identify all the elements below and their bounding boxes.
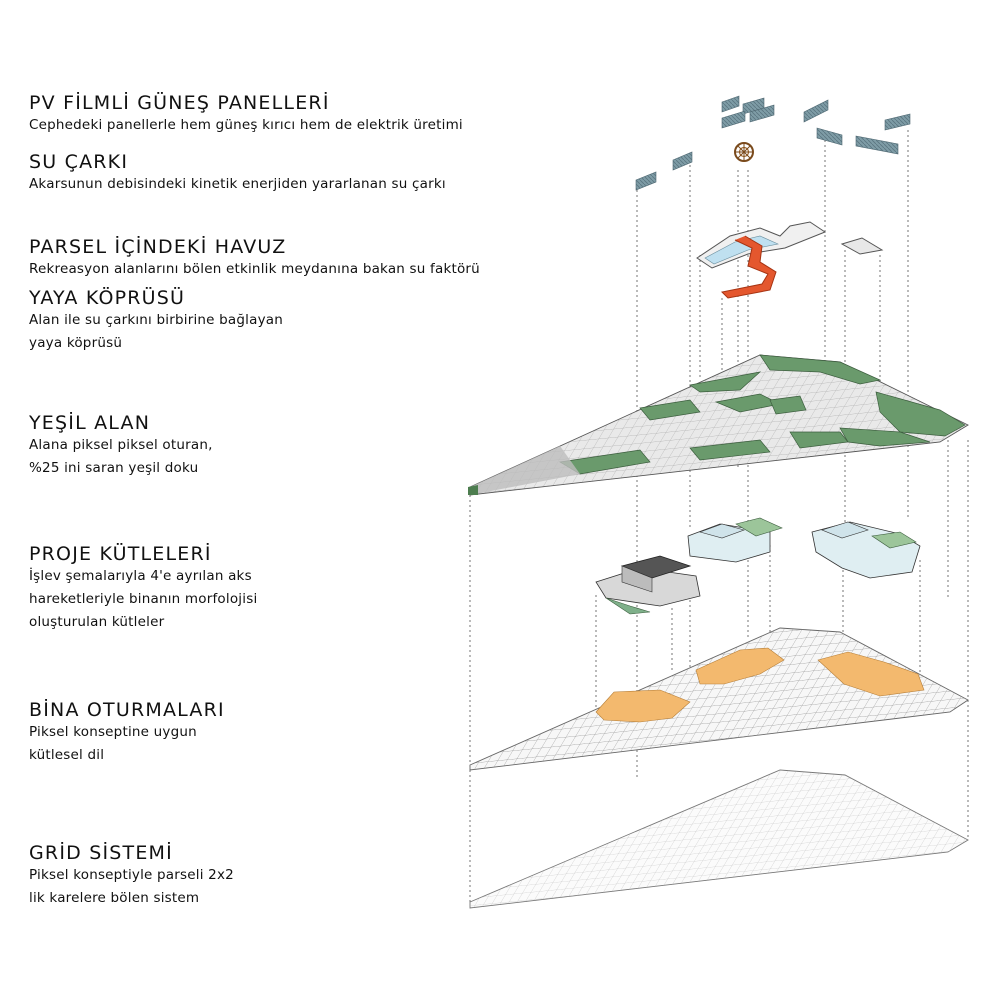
layer-desc: oluşturulan kütleler <box>29 614 165 630</box>
solar-panel <box>635 171 657 191</box>
footprint <box>695 647 785 685</box>
green-patch <box>789 431 849 449</box>
green-patch <box>689 439 771 461</box>
label-water-wheel: SU ÇARKI Akarsunun debisindeki kinetik e… <box>29 151 446 196</box>
green-patch <box>468 485 478 495</box>
green-patch <box>639 399 701 421</box>
layer-desc: hareketleriyle binanın morfolojisi <box>29 591 258 607</box>
layer-desc: Alan ile su çarkını birbirine bağlayan <box>29 312 283 328</box>
label-pv-panels: PV FİLMLİ GÜNEŞ PANELLERİ Cephedeki pane… <box>29 92 463 137</box>
solar-panel <box>803 99 829 123</box>
label-building-footprints: BİNA OTURMALARI Piksel konseptine uygun … <box>29 699 225 767</box>
green-patch <box>769 395 807 415</box>
layer-desc: Alana piksel piksel oturan, <box>29 437 213 453</box>
pool-and-bridge <box>696 221 884 299</box>
green-roof <box>871 531 917 549</box>
solar-panel <box>721 110 746 129</box>
grid-plane <box>470 628 968 770</box>
solar-panel <box>855 135 899 155</box>
layer-desc: lik karelere bölen sistem <box>29 890 200 906</box>
green-roof <box>735 517 783 537</box>
building-footprints-layer <box>469 627 969 771</box>
solar-panel <box>721 95 740 113</box>
layer-desc: yaya köprüsü <box>29 335 123 351</box>
layer-title: YAYA KÖPRÜSÜ <box>29 287 186 309</box>
layer-title: BİNA OTURMALARI <box>29 699 225 721</box>
layer-title: YEŞİL ALAN <box>29 412 151 434</box>
layer-desc: Rekreasyon alanlarını bölen etkinlik mey… <box>29 261 480 277</box>
layer-title: GRİD SİSTEMİ <box>29 842 173 864</box>
building-roof <box>821 521 869 539</box>
green-patch <box>875 391 966 437</box>
solar-panel <box>816 127 843 146</box>
road-strip <box>470 446 580 495</box>
pool-water <box>704 235 779 265</box>
layer-desc: İşlev şemalarıyla 4'e ayrılan aks <box>29 568 252 584</box>
pedestrian-bridge <box>720 235 777 299</box>
layer-desc: kütlesel dil <box>29 747 105 763</box>
layer-desc: Piksel konseptiyle parseli 2x2 <box>29 867 234 883</box>
building-roof <box>699 523 745 539</box>
layer-title: PARSEL İÇİNDEKİ HAVUZ <box>29 236 287 258</box>
footprint <box>595 689 691 723</box>
solar-panel <box>672 151 693 171</box>
water-wheel-icon <box>734 142 754 162</box>
layer-title: SU ÇARKI <box>29 151 129 173</box>
green-patch <box>689 371 762 393</box>
footprint <box>817 651 925 697</box>
pool-wall <box>840 237 884 255</box>
grid-plane <box>470 770 968 908</box>
green-patch <box>759 354 882 385</box>
green-roof <box>605 597 651 615</box>
label-pool: PARSEL İÇİNDEKİ HAVUZ Rekreasyon alanlar… <box>29 236 480 281</box>
layer-desc: %25 ini saran yeşil doku <box>29 460 199 476</box>
green-area-layer <box>468 354 969 496</box>
pv-solar-panels <box>635 95 911 191</box>
project-masses <box>595 517 921 615</box>
solar-panel <box>749 104 775 123</box>
label-green-area: YEŞİL ALAN Alana piksel piksel oturan, %… <box>29 412 213 480</box>
grid-system-layer <box>469 769 969 909</box>
label-grid-system: GRİD SİSTEMİ Piksel konseptiyle parseli … <box>29 842 234 910</box>
layer-desc: Akarsunun debisindeki kinetik enerjiden … <box>29 176 446 192</box>
label-project-masses: PROJE KÜTLELERİ İşlev şemalarıyla 4'e ay… <box>29 543 257 634</box>
layer-desc: Piksel konseptine uygun <box>29 724 197 740</box>
layer-title: PV FİLMLİ GÜNEŞ PANELLERİ <box>29 92 330 114</box>
green-patch <box>839 427 931 447</box>
solar-panel <box>884 113 911 131</box>
building-mass <box>621 565 653 593</box>
layer-desc: Cephedeki panellerle hem güneş kırıcı he… <box>29 117 463 133</box>
label-pedestrian-bridge: YAYA KÖPRÜSÜ Alan ile su çarkını birbiri… <box>29 287 283 355</box>
layer-title: PROJE KÜTLELERİ <box>29 543 212 565</box>
